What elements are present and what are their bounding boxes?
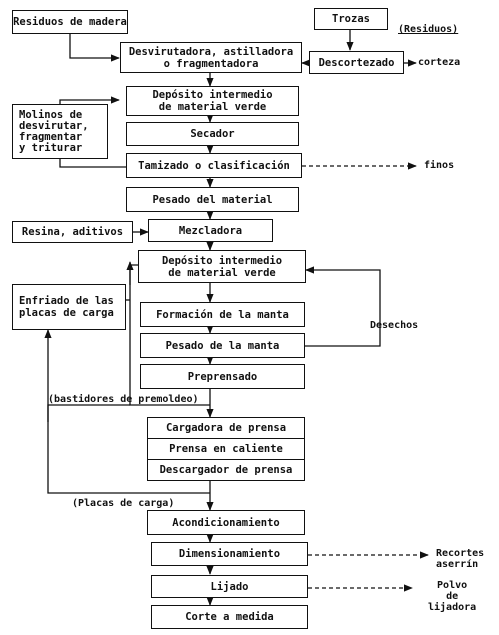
node-descargador: Descargador de prensa: [147, 459, 305, 481]
node-descortezado: Descortezado: [309, 51, 404, 74]
connector-placas-loop: [44, 329, 210, 494]
node-mezcladora: Mezcladora: [148, 219, 273, 242]
node-deposito2: Depósito intermedio de material verde: [138, 250, 306, 283]
node-deposito1: Depósito intermedio de material verde: [126, 86, 299, 116]
connector-bastidores-left: [47, 404, 130, 422]
node-prensa: Prensa en caliente: [147, 439, 305, 460]
connector-residuos-to-desvirutadora: [69, 34, 120, 62]
node-acondicionamiento: Acondicionamiento: [147, 510, 305, 535]
node-tamizado: Tamizado o clasificación: [126, 153, 302, 178]
label-residuos: (Residuos): [398, 24, 459, 35]
label-polvo: Polvo de lijadora: [428, 580, 477, 613]
node-secador: Secador: [126, 122, 299, 146]
node-desvirutadora: Desvirutadora, astilladora o fragmentado…: [120, 42, 302, 73]
node-dimensionamiento: Dimensionamiento: [151, 542, 308, 566]
connector-tamizado-to-molinos: [59, 159, 126, 168]
label-recortes: Recortes aserrín: [436, 548, 485, 570]
node-pesado-manta: Pesado de la manta: [140, 333, 305, 358]
label-bastidores: (bastidores de premoldeo): [48, 394, 199, 405]
connector-molinos-to-deposito1: [59, 96, 120, 104]
connector-desechos-loop: [305, 266, 381, 347]
node-lijado: Lijado: [151, 575, 308, 598]
label-placas: (Placas de carga): [72, 498, 175, 509]
label-desechos: Desechos: [370, 320, 419, 331]
node-molinos: Molinos de desvirutar, fragmentar y trit…: [12, 104, 108, 159]
connector-bastidores-loop: [129, 264, 210, 406]
label-corteza: corteza: [418, 57, 461, 68]
node-pesado-material: Pesado del material: [126, 187, 299, 212]
node-corte: Corte a medida: [151, 605, 308, 629]
node-cargadora: Cargadora de prensa: [147, 417, 305, 439]
node-resina: Resina, aditivos: [12, 221, 133, 243]
node-trozas: Trozas: [314, 8, 388, 30]
node-preprensado: Preprensado: [140, 364, 305, 389]
node-enfriado: Enfriado de las placas de carga: [12, 284, 126, 330]
label-finos: finos: [424, 160, 455, 171]
node-residuos-madera: Residuos de madera: [12, 10, 128, 34]
node-formacion: Formación de la manta: [140, 302, 305, 327]
